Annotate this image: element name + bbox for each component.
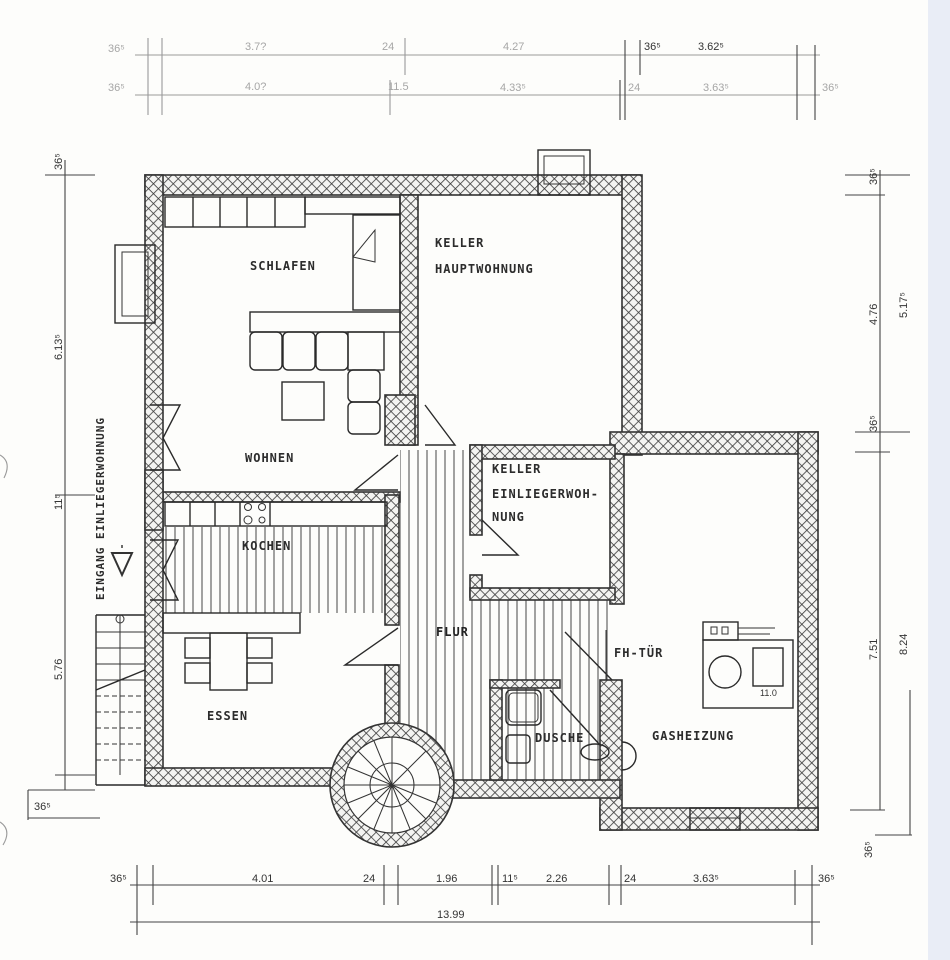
room-label-kochen: KOCHEN: [242, 539, 291, 553]
room-label-gasheizung: GASHEIZUNG: [652, 729, 734, 743]
dim-top2-0: 36⁵: [108, 82, 125, 94]
dim-left-1: 6.13⁵: [53, 334, 65, 360]
dim-bottom-3: 1.96: [436, 873, 457, 885]
dim-top1-3: 4.27: [503, 41, 524, 53]
room-label-keller-einlieger-line2: EINLIEGERWOH-: [492, 487, 599, 501]
left-dimension-line: 36⁵ 6.13⁵ 11⁵ 5.76 36⁵: [27, 153, 100, 820]
scan-artifact: [0, 454, 8, 479]
room-label-schlafen: SCHLAFEN: [250, 259, 316, 273]
boiler-label: 11.0: [760, 688, 777, 698]
bottom-dimension-lines: 36⁵ 4.01 24 1.96 11⁵ 2.26 24 3.63⁵ 36⁵ 1…: [110, 865, 835, 945]
entry-stairs: [95, 614, 146, 786]
dim-bottom-0: 36⁵: [110, 873, 127, 885]
furniture: 11.0: [162, 196, 794, 771]
walls: [144, 174, 819, 831]
right-dimension-lines: 36⁵ 4.76 36⁵ 7.51 36⁵ 5.17⁵ 8.24: [845, 168, 912, 858]
dim-top1-0: 36⁵: [108, 43, 125, 55]
dim-top2-5: 3.63⁵: [703, 82, 729, 94]
dim-top1-2: 24: [382, 41, 394, 53]
dim-right-2: 36⁵: [868, 415, 880, 432]
room-label-keller-einlieger-line3: NUNG: [492, 510, 525, 524]
dim-bottom-4: 11⁵: [502, 873, 518, 885]
dim-bottom-7: 3.63⁵: [693, 873, 719, 885]
label-eingang-einliegerwohnung: EINGANG EINLIEGERWOHNUNG: [94, 417, 107, 600]
dim-right-4: 36⁵: [863, 841, 875, 858]
entrance-arrow-icon: [110, 552, 134, 578]
dim-top2-3: 4.33⁵: [500, 82, 526, 94]
doors: [150, 404, 613, 746]
dim-top2-1: 4.0?: [245, 81, 266, 93]
dim-bottom-1: 4.01: [252, 873, 273, 885]
dim-top1-5: 3.62⁵: [698, 41, 724, 53]
dim-right-outer-1: 8.24: [898, 634, 910, 655]
room-label-dusche: DUSCHE: [535, 731, 584, 745]
dim-top2-2: 11.5: [388, 81, 409, 93]
room-label-keller-haupt-line1: KELLER: [435, 236, 484, 250]
scan-artifact: [0, 821, 8, 846]
dim-top1-4: 36⁵: [644, 41, 661, 53]
dim-left-4: 36⁵: [34, 801, 51, 813]
dim-top2-4: 24: [628, 82, 640, 94]
room-label-keller-einlieger-line1: KELLER: [492, 462, 541, 476]
room-label-essen: ESSEN: [207, 709, 248, 723]
dim-right-outer-0: 5.17⁵: [898, 292, 910, 318]
dim-bottom-2: 24: [363, 873, 375, 885]
room-label-keller-haupt-line2: HAUPTWOHNUNG: [435, 262, 534, 276]
dim-bottom-total: 13.99: [437, 909, 465, 921]
dim-right-1: 4.76: [868, 304, 880, 325]
spiral-staircase: [329, 722, 455, 848]
dim-right-0: 36⁵: [868, 168, 880, 185]
scan-edge-strip: [928, 0, 950, 960]
top-dimension-lines: 36⁵ 3.7? 24 4.27 36⁵ 3.62⁵ 36⁵ 4.0? 11.5…: [108, 38, 839, 120]
room-label-flur: FLUR: [436, 625, 469, 639]
dim-left-0: 36⁵: [53, 153, 65, 170]
label-fh-tuer: FH-TÜR: [614, 645, 663, 660]
dim-top2-6: 36⁵: [822, 82, 839, 94]
dim-left-2: 11⁵: [53, 494, 65, 510]
dim-bottom-6: 24: [624, 873, 636, 885]
room-label-wohnen: WOHNEN: [245, 451, 294, 465]
dim-top1-1: 3.7?: [245, 41, 266, 53]
dim-right-3: 7.51: [868, 639, 880, 660]
windows: [114, 149, 741, 831]
dim-bottom-5: 2.26: [546, 873, 567, 885]
dim-bottom-8: 36⁵: [818, 873, 835, 885]
dim-left-3: 5.76: [53, 659, 65, 680]
